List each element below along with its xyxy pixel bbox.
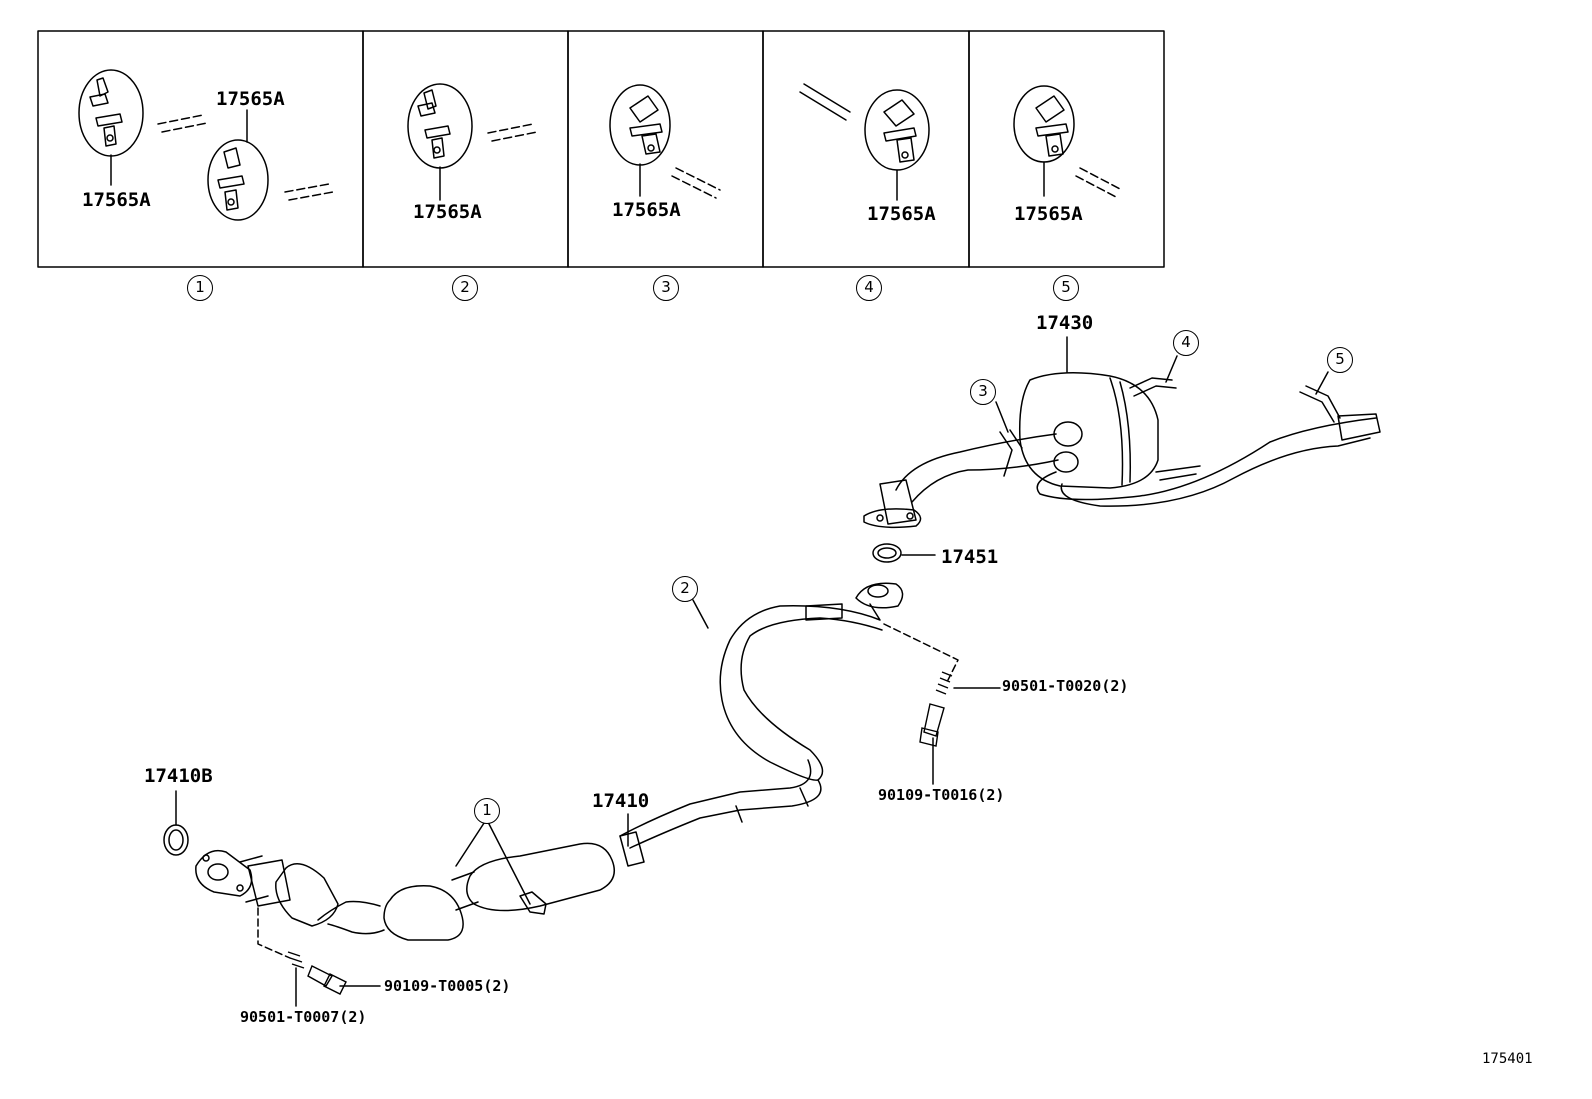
inset-number-4: 4 (856, 275, 882, 301)
callout-2: 2 (672, 576, 698, 602)
hanger-rubber-3 (609, 84, 671, 166)
inset5-label: 17565A (1014, 203, 1083, 225)
label-spring-rear: 90501-T0020(2) (1002, 677, 1129, 695)
label-muffler: 17430 (1036, 312, 1094, 334)
hanger-rubber-5 (1013, 85, 1075, 163)
callout-4: 4 (1173, 330, 1199, 356)
front-pipe-17410 (195, 582, 904, 941)
inset-number-5: 5 (1053, 275, 1079, 301)
inset-panel-5 (968, 30, 1165, 268)
inset4-label: 17565A (867, 203, 936, 225)
inset-number-1: 1 (187, 275, 213, 301)
callout-5: 5 (1327, 347, 1353, 373)
inset3-label: 17565A (612, 199, 681, 221)
hanger-rubber-1b (207, 139, 269, 221)
label-spring-front: 90501-T0007(2) (240, 1008, 367, 1026)
muffler-assembly (863, 372, 1381, 529)
label-bolt-rear: 90109-T0016(2) (878, 786, 1005, 804)
bolt-front (307, 965, 347, 995)
hanger-rubber-1a (78, 69, 144, 157)
label-gasket-front: 17410B (144, 765, 213, 787)
label-bolt-front: 90109-T0005(2) (384, 977, 511, 995)
callout-3: 3 (970, 379, 996, 405)
label-front-pipe: 17410 (592, 790, 650, 812)
hanger-rubber-2 (407, 83, 473, 169)
callout-1: 1 (474, 798, 500, 824)
inset-panel-1 (37, 30, 364, 268)
figure-number: 175401 (1482, 1051, 1533, 1067)
inset-number-2: 2 (452, 275, 478, 301)
inset1-label-b: 17565A (82, 189, 151, 211)
hanger-rod-1a (157, 114, 208, 133)
gasket-17451 (872, 543, 902, 563)
bolt-rear (919, 703, 945, 747)
spring-front (287, 951, 305, 969)
inset1-label-a: 17565A (216, 88, 285, 110)
inset2-label: 17565A (413, 201, 482, 223)
hanger-rubber-4 (864, 89, 930, 171)
inset-panel-3 (567, 30, 764, 268)
label-gasket-rear: 17451 (941, 546, 999, 568)
spring-rear (935, 671, 953, 695)
inset-panel-4 (762, 30, 970, 268)
inset-panel-2 (362, 30, 569, 268)
gasket-17410b (163, 824, 189, 856)
inset-number-3: 3 (653, 275, 679, 301)
